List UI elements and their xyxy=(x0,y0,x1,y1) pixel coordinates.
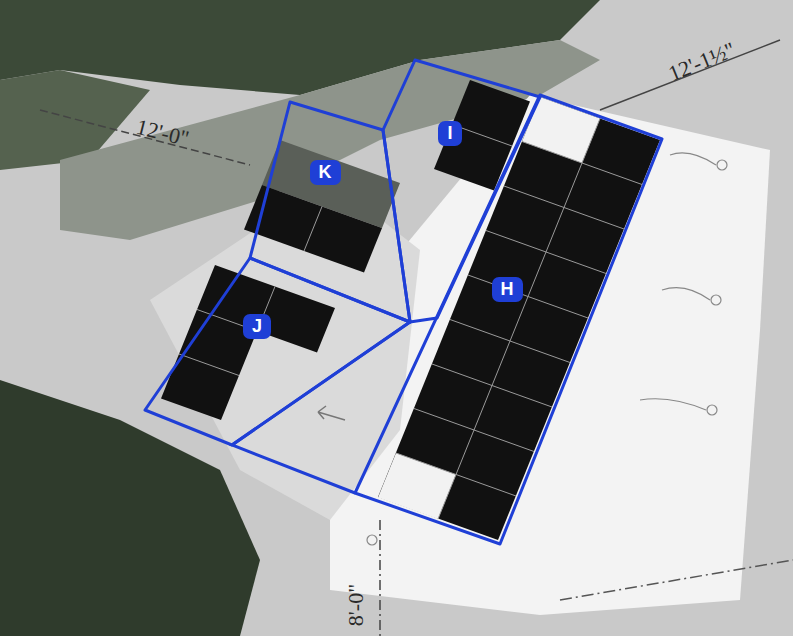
dimension-line xyxy=(40,110,250,165)
region-badge: I xyxy=(438,121,461,146)
property-line xyxy=(560,560,793,600)
dimension-text: 8'-0" xyxy=(343,584,368,626)
solar-array xyxy=(378,97,660,540)
array-region: J xyxy=(145,258,410,445)
region-letter: K xyxy=(319,162,332,182)
region-badge: H xyxy=(492,277,523,302)
region-outline xyxy=(232,322,410,493)
region-letter: I xyxy=(447,123,452,143)
dimension-label: 8'-0" xyxy=(343,584,369,626)
slope-arrow xyxy=(318,406,345,420)
roof-plane xyxy=(150,180,420,520)
solar-array xyxy=(434,80,530,191)
region-badge: J xyxy=(243,314,271,339)
solar-array xyxy=(161,265,335,420)
region-letter: J xyxy=(252,316,262,336)
dimension-line xyxy=(379,520,381,636)
region-letter: H xyxy=(501,279,514,299)
region-outline xyxy=(145,258,410,445)
region-badge: K xyxy=(310,160,341,185)
